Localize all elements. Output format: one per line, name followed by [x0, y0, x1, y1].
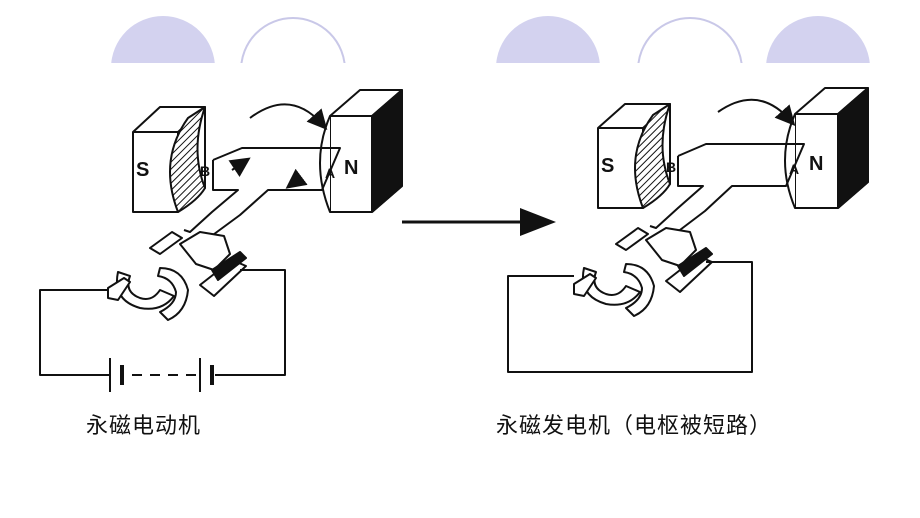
decorative-header	[111, 16, 870, 63]
generator-caption: 永磁发电机（电枢被短路）	[496, 414, 773, 439]
s-magnet-right	[597, 103, 671, 209]
decor-circle-5	[766, 16, 870, 63]
n-magnet-right	[784, 87, 869, 209]
decor-circle-2	[240, 17, 346, 63]
generator-figure	[507, 87, 869, 373]
motor-figure	[39, 89, 403, 392]
motor-caption: 永磁电动机	[86, 414, 202, 439]
generator-point-a-label: A	[789, 161, 799, 177]
armature-coil	[183, 147, 341, 241]
transition-arrow	[402, 208, 556, 236]
rotation-arrow-right	[717, 98, 796, 126]
motor-pole-n-label: N	[344, 157, 358, 179]
decor-circle-4	[637, 17, 743, 63]
generator-pole-s-label: S	[601, 155, 614, 177]
motor-pole-s-label: S	[136, 159, 149, 181]
current-arrow-b	[228, 157, 251, 177]
decor-circle-1	[111, 16, 215, 63]
generator-pole-n-label: N	[809, 153, 823, 175]
motor-point-a-label: A	[325, 165, 335, 181]
armature-coil-right	[649, 143, 805, 237]
short-circuit-wire	[507, 261, 753, 373]
rotation-arrow	[249, 103, 328, 130]
s-magnet	[132, 106, 206, 213]
decor-circle-3	[496, 16, 600, 63]
s-pole-face-right	[634, 103, 671, 209]
n-magnet-dark-side-right	[837, 87, 869, 209]
generator-point-b-label: B	[666, 159, 676, 175]
battery	[109, 358, 214, 392]
n-magnet	[319, 89, 403, 213]
motor-point-b-label: B	[200, 163, 210, 179]
motor-circuit	[39, 269, 286, 376]
current-arrow-a	[285, 168, 308, 189]
commutator	[107, 231, 247, 321]
n-pole-face	[319, 115, 331, 213]
s-pole-face	[169, 106, 206, 213]
n-magnet-dark-side	[371, 89, 403, 213]
commutator-right	[573, 227, 713, 317]
